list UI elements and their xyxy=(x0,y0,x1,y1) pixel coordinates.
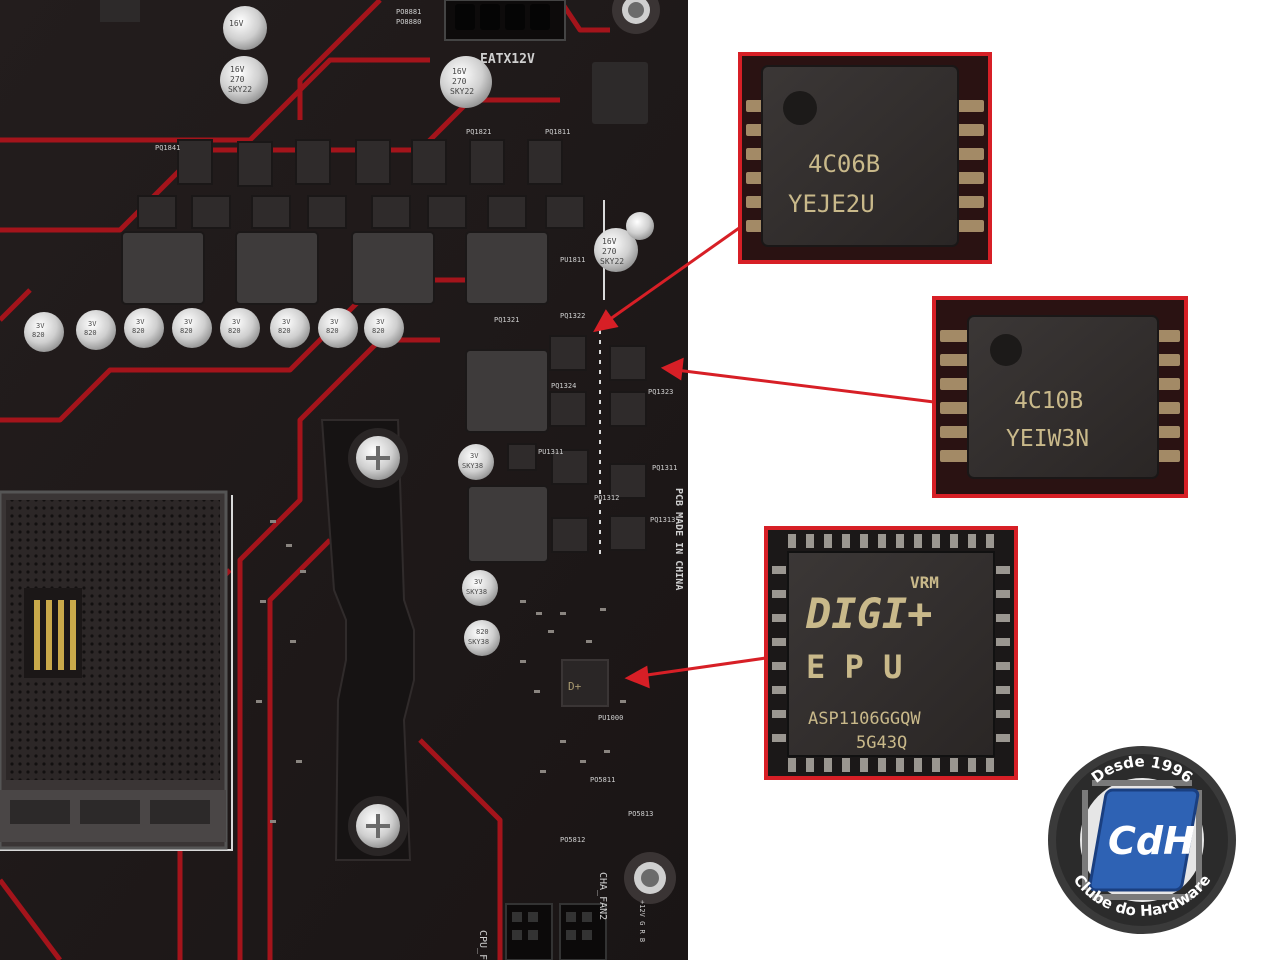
cpu-socket xyxy=(0,490,228,850)
cap-value: 820 xyxy=(180,327,193,335)
cap-voltage: 16V xyxy=(230,65,245,74)
cap-value: 820 xyxy=(372,327,385,335)
cap-value: 270 xyxy=(230,75,245,84)
cap-series: SKY22 xyxy=(228,85,252,94)
capacitor-right: 16V 270 SKY22 xyxy=(594,212,654,272)
cap-voltage: 3V xyxy=(36,322,45,330)
cha-fan-header xyxy=(559,903,607,960)
mosfet-row-2 xyxy=(137,195,585,229)
ref-pq1841: PQ1841 xyxy=(155,144,180,152)
cap-voltage: 16V xyxy=(452,67,467,76)
ref-po5813: PO5813 xyxy=(628,810,653,818)
inset-2-line2: YEIW3N xyxy=(1006,426,1089,452)
inset-3-brand-main: DIGI+ xyxy=(805,589,932,638)
ref-po5812: PO5812 xyxy=(560,836,585,844)
choke-column-right xyxy=(465,349,549,563)
inset-1-line2: YEJE2U xyxy=(788,190,875,218)
cap-value: 820 xyxy=(228,327,241,335)
inset-digi-vrm-controller: VRM DIGI+ E P U ASP1106GGQW 5G43Q xyxy=(764,526,1018,780)
cap-voltage: 3V xyxy=(474,578,483,586)
inset-mosfet-4c06b: 4C06B YEJE2U xyxy=(738,52,992,264)
ref-pq1324: PQ1324 xyxy=(551,382,576,390)
ref-pu1311: PU1311 xyxy=(538,448,563,456)
mounting-hole-top xyxy=(612,0,660,34)
inset-3-brand-top: VRM xyxy=(910,573,939,592)
inset-mosfet-4c10b: 4C10B YEIW3N xyxy=(932,296,1188,498)
socket-retention-bracket xyxy=(320,419,415,861)
ref-pq1312: PQ1312 xyxy=(594,494,619,502)
cap-series: SKY38 xyxy=(468,638,489,646)
cap-voltage: 3V xyxy=(136,318,145,326)
cap-value: 820 xyxy=(32,331,45,339)
cap-voltage: 16V xyxy=(229,19,244,28)
cha-fan-label: CHA_FAN2 xyxy=(597,872,608,920)
mounting-hole-bottom xyxy=(624,852,676,904)
cap-value: 270 xyxy=(452,77,467,86)
callout-arrows xyxy=(593,224,935,689)
ref-pq1821: PQ1821 xyxy=(466,128,491,136)
cap-value: 820 xyxy=(132,327,145,335)
cap-series: SKY22 xyxy=(600,257,624,266)
cap-voltage: 3V xyxy=(376,318,385,326)
ref-pq1311: PQ1311 xyxy=(652,464,677,472)
cap-voltage: 16V xyxy=(602,237,617,246)
clube-do-hardware-logo: CdH Desde 1996 Clube do Hardware xyxy=(1044,742,1240,938)
ref-pq1323: PQ1323 xyxy=(648,388,673,396)
mosfet-row-1 xyxy=(177,139,563,187)
capacitor-row-3v xyxy=(24,308,404,352)
digi-vrm-controller: D+ xyxy=(561,659,609,707)
ref-pu1000: PU1000 xyxy=(598,714,623,722)
pcb-made-in-china: PCB MADE IN CHINA xyxy=(673,488,684,590)
ref-pu1811: PU1811 xyxy=(560,256,585,264)
inset-3-line1: ASP1106GGQW xyxy=(808,709,921,729)
logo-mark: CdH xyxy=(1108,819,1195,863)
ref-pq1321: PQ1321 xyxy=(494,316,519,324)
cap-series: SKY38 xyxy=(462,462,483,470)
inset-2-line1: 4C10B xyxy=(1014,388,1083,414)
eatx12v-connector xyxy=(444,0,566,41)
cap-value: 270 xyxy=(602,247,617,256)
capacitor-top-2: 16V 270 SKY22 xyxy=(220,56,268,104)
ref-po8881: PO8881 xyxy=(396,8,421,16)
capacitor-column-3v xyxy=(458,444,500,656)
inset-3-brand-epu: E P U xyxy=(806,648,902,686)
cap-value: 820 xyxy=(84,329,97,337)
cap-voltage: 3V xyxy=(470,452,479,460)
small-ic xyxy=(592,62,648,124)
cap-voltage: 3V xyxy=(232,318,241,326)
ref-pq1322: PQ1322 xyxy=(560,312,585,320)
capacitor-top-3: 16V 270 SKY22 xyxy=(440,56,492,108)
ref-pq1811: PQ1811 xyxy=(545,128,570,136)
inset-1-line1: 4C06B xyxy=(808,150,880,178)
cap-value: 820 xyxy=(326,327,339,335)
ref-pq1313: PQ1313 xyxy=(650,516,675,524)
cap-voltage: 3V xyxy=(88,320,97,328)
cap-voltage: 3V xyxy=(330,318,339,326)
cap-voltage: 3V xyxy=(282,318,291,326)
svg-text:D+: D+ xyxy=(568,680,582,693)
cap-voltage: 3V xyxy=(184,318,193,326)
mosfet-column-right xyxy=(507,335,647,553)
ref-po8880: PO8880 xyxy=(396,18,421,26)
choke-row-1 xyxy=(121,231,549,305)
cpu-fan-header xyxy=(505,903,553,960)
rgb-label: +12V G R B xyxy=(638,900,646,942)
cap-value: 820 xyxy=(278,327,291,335)
eatx12v-label: EATX12V xyxy=(480,52,535,67)
small-ic-top xyxy=(100,0,140,22)
cap-series: SKY38 xyxy=(466,588,487,596)
capacitor-top-1: 16V xyxy=(223,6,267,50)
cap-value: 820 xyxy=(476,628,489,636)
cpu-fan-label: CPU_FAN xyxy=(477,930,488,960)
cap-series: SKY22 xyxy=(450,87,474,96)
inset-3-line2: 5G43Q xyxy=(856,733,907,753)
ref-po5811: PO5811 xyxy=(590,776,615,784)
